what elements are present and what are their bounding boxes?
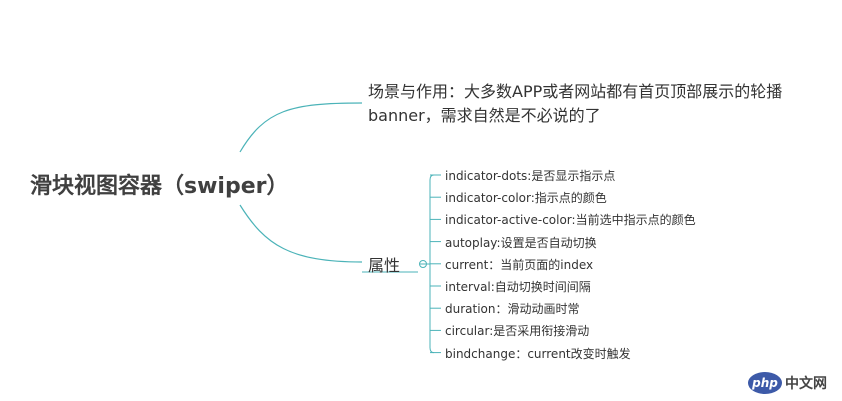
topic-scene[interactable]: 场景与作用：大多数APP或者网站都有首页顶部展示的轮播banner，需求自然是不… (368, 82, 783, 125)
watermark-logo: php 中文网 (748, 372, 827, 394)
topic-attributes[interactable]: 属性 (368, 256, 401, 275)
attribute-item[interactable]: circular:是否采用衔接滑动 (445, 324, 590, 339)
attribute-item[interactable]: interval:自动切换时间间隔 (445, 280, 591, 294)
attribute-item[interactable]: indicator-color:指示点的颜色 (445, 191, 607, 206)
attribute-item[interactable]: current：当前页面的index (445, 257, 594, 272)
attribute-item[interactable]: indicator-active-color:当前选中指示点的颜色 (445, 213, 696, 228)
attribute-item[interactable]: bindchange：current改变时触发 (445, 346, 631, 361)
link-root-to-scene (239, 102, 363, 153)
watermark-text: 中文网 (785, 376, 827, 392)
attribute-item[interactable]: indicator-dots:是否显示指示点 (445, 169, 616, 183)
link-root-to-attributes (239, 204, 363, 263)
leaf-connectors (427, 174, 441, 354)
root-topic[interactable]: 滑块视图容器（swiper） (30, 174, 289, 199)
php-logo-icon: php (748, 372, 782, 394)
attribute-item[interactable]: autoplay:设置是否自动切换 (445, 235, 597, 250)
attribute-item[interactable]: duration：滑动动画时常 (445, 302, 580, 317)
